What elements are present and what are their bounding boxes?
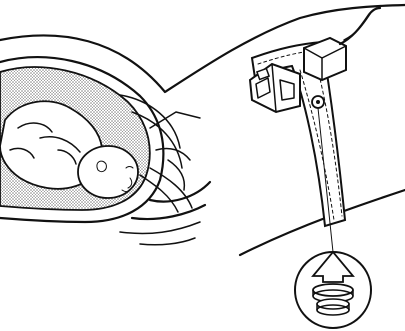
transducer-icon <box>250 64 300 112</box>
sensor-point-icon <box>312 96 324 108</box>
sensor-button-detail-icon <box>295 252 371 328</box>
monitor-cable-icon <box>340 8 380 44</box>
